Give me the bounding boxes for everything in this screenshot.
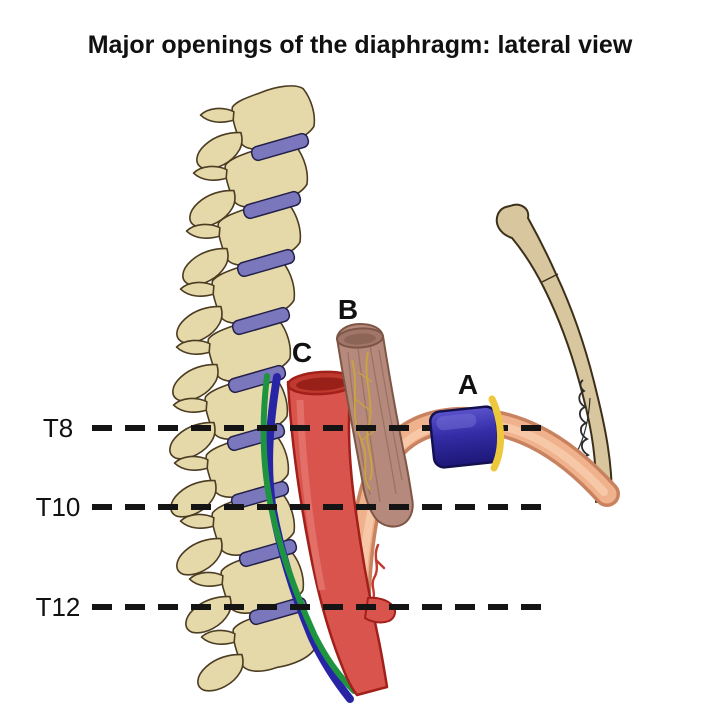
figure-title: Major openings of the diaphragm: lateral… (88, 31, 633, 59)
opening-label-c: C (292, 337, 312, 368)
small-artery-squiggle (370, 543, 386, 604)
diaphragm-muscle-band (345, 406, 620, 605)
intervertebral-discs (226, 132, 310, 626)
diaphragm-highlight (358, 418, 608, 592)
aorta-lumen (296, 377, 348, 391)
disc (242, 190, 302, 220)
thoracic-duct-green-line (260, 373, 357, 694)
disc (227, 364, 287, 394)
aorta-vessel-c (286, 370, 397, 697)
disc (250, 132, 310, 162)
opening-label-b: B (338, 294, 358, 325)
level-lines (92, 425, 553, 610)
level-label-t10: T10 (36, 492, 81, 522)
disc (231, 306, 291, 336)
ivc-highlight (436, 413, 477, 431)
level-label-t8: T8 (43, 413, 73, 443)
aorta-trunk (286, 380, 389, 697)
yellow-band (488, 395, 505, 472)
esophagus-lumen (344, 333, 376, 345)
sternal-angle-line (541, 273, 559, 283)
disc (230, 480, 290, 510)
level-label-t12: T12 (36, 592, 81, 622)
disc (236, 248, 296, 278)
vertebral-column (155, 78, 323, 695)
opening-label-a: A (458, 369, 478, 400)
ivc-vessel-a (428, 395, 505, 472)
aorta-highlight (296, 399, 326, 591)
celiac-branch-stub (363, 596, 397, 624)
